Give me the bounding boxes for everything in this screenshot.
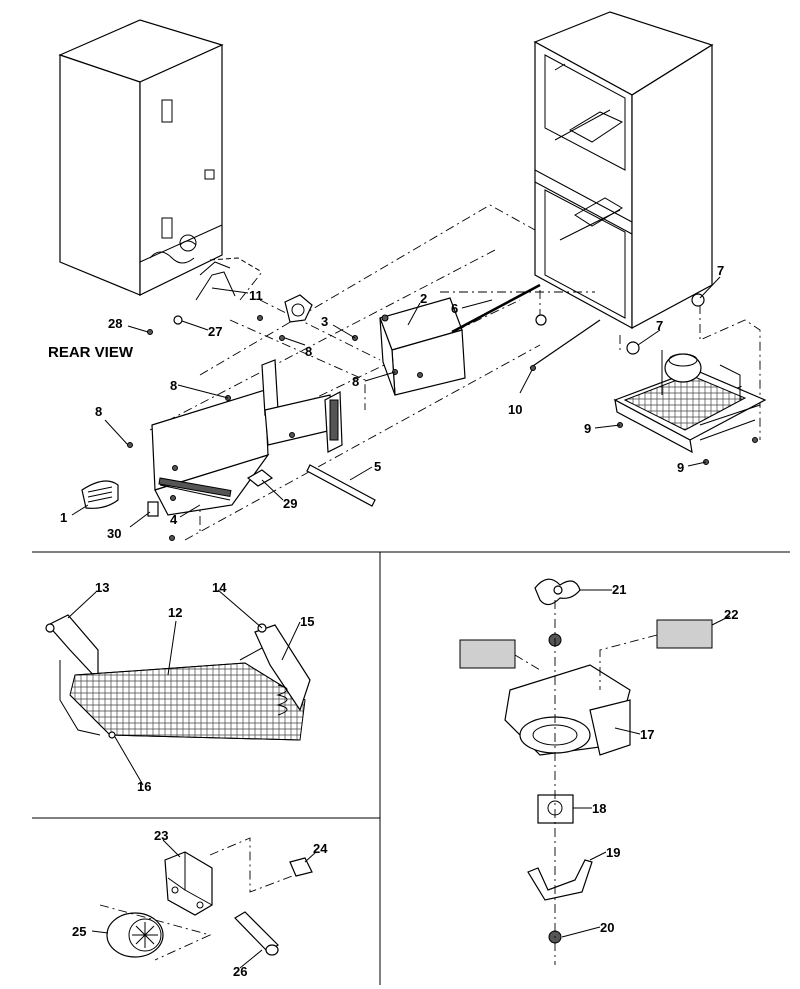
callout-12: 12 bbox=[168, 605, 182, 620]
callout-30: 30 bbox=[107, 526, 121, 541]
callout-17: 17 bbox=[640, 727, 654, 742]
callout-2: 2 bbox=[420, 291, 427, 306]
rods bbox=[306, 283, 601, 507]
part-1-grille bbox=[81, 480, 119, 509]
roller-assembly bbox=[99, 837, 313, 961]
rear-view-cabinet bbox=[58, 19, 263, 296]
callout-5: 5 bbox=[374, 459, 381, 474]
callout-16: 16 bbox=[137, 779, 151, 794]
callout-8-b: 8 bbox=[170, 378, 177, 393]
callout-labels: 1 2 3 4 5 6 7 7 8 8 8 8 9 9 10 11 12 13 … bbox=[60, 263, 738, 979]
compressor-base bbox=[613, 350, 767, 454]
callout-25: 25 bbox=[72, 924, 86, 939]
callout-13: 13 bbox=[95, 580, 109, 595]
callout-24: 24 bbox=[313, 841, 328, 856]
callout-8-c: 8 bbox=[352, 374, 359, 389]
callout-26: 26 bbox=[233, 964, 247, 979]
callout-10: 10 bbox=[508, 402, 522, 417]
callout-7-top: 7 bbox=[717, 263, 724, 278]
callout-20: 20 bbox=[600, 920, 614, 935]
callout-19: 19 bbox=[606, 845, 620, 860]
callout-28: 28 bbox=[108, 316, 122, 331]
callout-8-a: 8 bbox=[305, 344, 312, 359]
fan-assembly bbox=[459, 578, 713, 965]
view-label: REAR VIEW bbox=[48, 344, 134, 361]
callout-27: 27 bbox=[208, 324, 222, 339]
callout-18: 18 bbox=[592, 801, 606, 816]
condenser-coil bbox=[45, 614, 311, 741]
callout-29: 29 bbox=[283, 496, 297, 511]
callout-21: 21 bbox=[612, 582, 626, 597]
small-parts bbox=[147, 271, 313, 517]
callout-7-bottom: 7 bbox=[656, 318, 663, 333]
callout-15: 15 bbox=[300, 614, 314, 629]
callout-6: 6 bbox=[451, 301, 458, 316]
section-dividers bbox=[32, 551, 790, 985]
callout-14: 14 bbox=[212, 580, 227, 595]
callout-22: 22 bbox=[724, 607, 738, 622]
callout-23: 23 bbox=[154, 828, 168, 843]
callout-9-b: 9 bbox=[677, 460, 684, 475]
callout-8-d: 8 bbox=[95, 404, 102, 419]
callout-4: 4 bbox=[170, 512, 178, 527]
leader-lines bbox=[67, 276, 731, 969]
part-4-cover bbox=[151, 359, 343, 516]
front-view-cabinet bbox=[533, 11, 714, 330]
callout-3: 3 bbox=[321, 314, 328, 329]
callout-1: 1 bbox=[60, 510, 67, 525]
part-2-channel bbox=[379, 297, 466, 396]
callout-11: 11 bbox=[249, 288, 263, 303]
callout-9-a: 9 bbox=[584, 421, 591, 436]
